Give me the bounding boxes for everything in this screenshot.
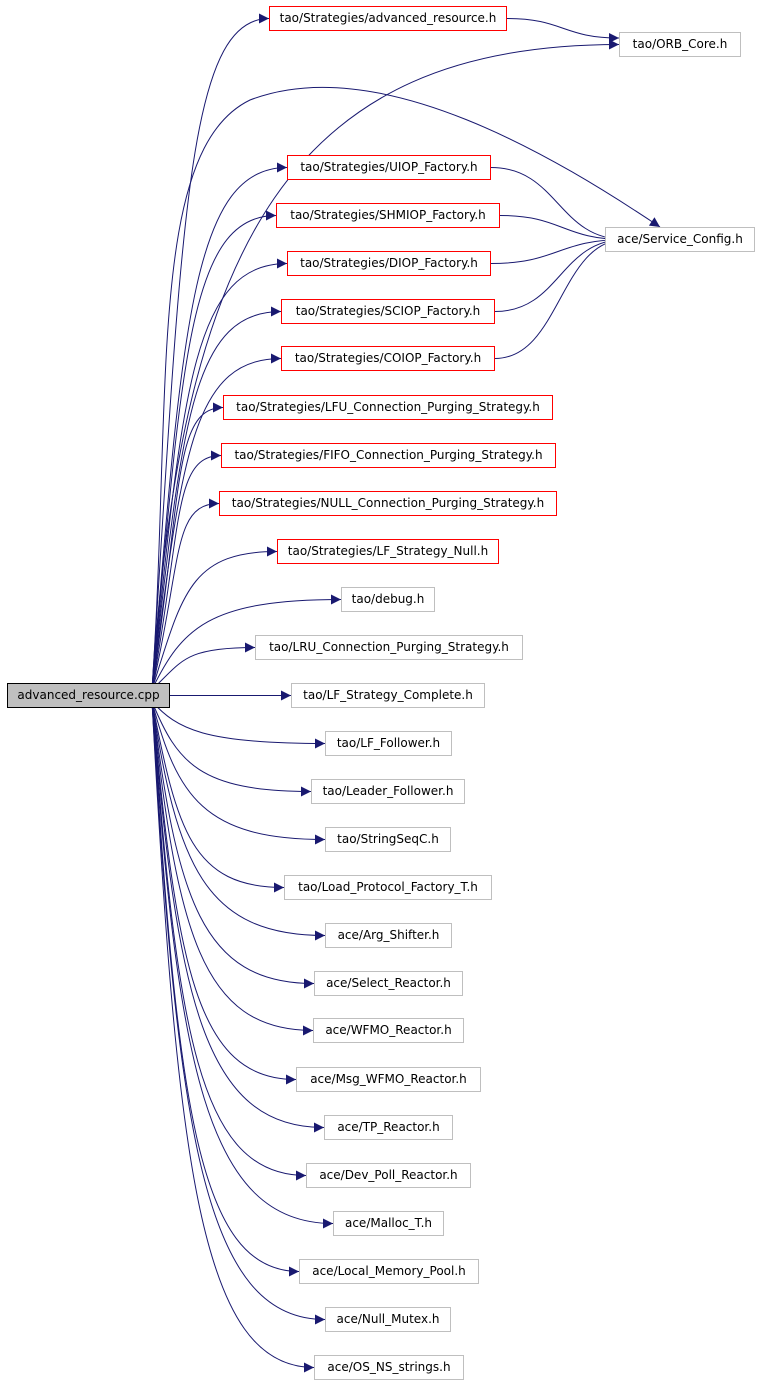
- edge-advanced-resource-cpp-to-ace-wfmo-reactor-h: [151, 701, 314, 1036]
- edge-advanced-resource-cpp-to-tao-strategies-shmiop-factory-h: [151, 210, 277, 690]
- node-wfmo-reactor-h: ace/WFMO_Reactor.h: [313, 1018, 464, 1043]
- node-orb-core-h: tao/ORB_Core.h: [619, 32, 741, 57]
- edge-advanced-resource-cpp-to-ace-arg-shifter-h: [151, 701, 326, 941]
- node-arg-shifter-h: ace/Arg_Shifter.h: [325, 923, 452, 948]
- edge-tao-strategies-diop-factory-h-to-ace-service-config-h: [490, 234, 626, 264]
- node-coiop-factory-h[interactable]: tao/Strategies/COIOP_Factory.h: [281, 346, 495, 371]
- edge-tao-strategies-coiop-factory-h-to-ace-service-config-h: [494, 234, 626, 359]
- node-fifo-connection-purging-strategy-h[interactable]: tao/Strategies/FIFO_Connection_Purging_S…: [221, 443, 556, 468]
- edge-advanced-resource-cpp-to-ace-service-config-h: [151, 86, 661, 690]
- edge-advanced-resource-cpp-to-ace-tp-reactor-h: [151, 701, 325, 1133]
- edge-tao-strategies-uiop-factory-h-to-ace-service-config-h: [490, 167, 626, 245]
- edge-advanced-resource-cpp-to-tao-stringseqc-h: [151, 701, 326, 845]
- edge-advanced-resource-cpp-to-tao-strategies-fifo-connection-purging-strategy-h: [151, 450, 222, 690]
- edge-advanced-resource-cpp-to-tao-strategies-advanced-resource-h: [151, 13, 270, 690]
- node-malloc-t-h: ace/Malloc_T.h: [333, 1211, 444, 1236]
- edge-advanced-resource-cpp-to-tao-strategies-uiop-factory-h: [151, 162, 288, 690]
- edge-advanced-resource-cpp-to-tao-lru-connection-purging-strategy-h: [151, 642, 256, 690]
- node-lf-follower-h: tao/LF_Follower.h: [325, 731, 452, 756]
- edge-advanced-resource-cpp-to-tao-load-protocol-factory-t-h: [151, 701, 285, 893]
- node-service-config-h: ace/Service_Config.h: [605, 227, 755, 252]
- node-stringseqc-h: tao/StringSeqC.h: [325, 827, 451, 852]
- node-os-ns-strings-h: ace/OS_NS_strings.h: [314, 1355, 464, 1380]
- node-advanced-resource-cpp: advanced_resource.cpp: [7, 683, 170, 708]
- node-shmiop-factory-h[interactable]: tao/Strategies/SHMIOP_Factory.h: [276, 203, 500, 228]
- edge-advanced-resource-cpp-to-ace-local-memory-pool-h: [151, 701, 300, 1277]
- edge-advanced-resource-cpp-to-ace-null-mutex-h: [151, 701, 326, 1325]
- edge-advanced-resource-cpp-to-ace-malloc-t-h: [151, 701, 334, 1229]
- node-lfu-connection-purging-strategy-h[interactable]: tao/Strategies/LFU_Connection_Purging_St…: [223, 395, 553, 420]
- node-lru-connection-purging-strategy-h: tao/LRU_Connection_Purging_Strategy.h: [255, 635, 523, 660]
- edge-advanced-resource-cpp-to-tao-strategies-lf-strategy-null-h: [151, 546, 278, 690]
- edge-tao-strategies-advanced-resource-h-to-tao-orb-core-h: [506, 18, 620, 43]
- node-uiop-factory-h[interactable]: tao/Strategies/UIOP_Factory.h: [287, 155, 491, 180]
- edge-advanced-resource-cpp-to-tao-debug-h: [151, 594, 342, 690]
- edge-advanced-resource-cpp-to-ace-os-ns-strings-h: [151, 701, 315, 1373]
- node-dev-poll-reactor-h: ace/Dev_Poll_Reactor.h: [306, 1163, 471, 1188]
- node-select-reactor-h: ace/Select_Reactor.h: [314, 971, 463, 996]
- edge-advanced-resource-cpp-to-tao-lf-follower-h: [151, 701, 326, 749]
- node-msg-wfmo-reactor-h: ace/Msg_WFMO_Reactor.h: [296, 1067, 481, 1092]
- edge-tao-strategies-sciop-factory-h-to-ace-service-config-h: [494, 234, 626, 312]
- node-load-protocol-factory-t-h: tao/Load_Protocol_Factory_T.h: [284, 875, 492, 900]
- node-strategies-advanced-resource-h[interactable]: tao/Strategies/advanced_resource.h: [269, 6, 507, 31]
- edge-advanced-resource-cpp-to-ace-dev-poll-reactor-h: [151, 701, 307, 1181]
- node-lf-strategy-complete-h: tao/LF_Strategy_Complete.h: [291, 683, 485, 708]
- edge-advanced-resource-cpp-to-tao-strategies-sciop-factory-h: [151, 306, 282, 690]
- node-sciop-factory-h[interactable]: tao/Strategies/SCIOP_Factory.h: [281, 299, 495, 324]
- edge-advanced-resource-cpp-to-ace-select-reactor-h: [151, 701, 315, 989]
- node-lf-strategy-null-h[interactable]: tao/Strategies/LF_Strategy_Null.h: [277, 539, 499, 564]
- edge-advanced-resource-cpp-to-ace-msg-wfmo-reactor-h: [151, 701, 297, 1085]
- edge-advanced-resource-cpp-to-tao-strategies-null-connection-purging-strategy-h: [151, 498, 220, 690]
- edge-advanced-resource-cpp-to-tao-strategies-lfu-connection-purging-strategy-h: [151, 402, 224, 690]
- node-tp-reactor-h: ace/TP_Reactor.h: [324, 1115, 453, 1140]
- node-debug-h: tao/debug.h: [341, 587, 435, 612]
- node-local-memory-pool-h: ace/Local_Memory_Pool.h: [299, 1259, 479, 1284]
- node-null-mutex-h: ace/Null_Mutex.h: [325, 1307, 451, 1332]
- node-diop-factory-h[interactable]: tao/Strategies/DIOP_Factory.h: [287, 251, 491, 276]
- edge-advanced-resource-cpp-to-tao-strategies-diop-factory-h: [151, 258, 288, 690]
- edge-advanced-resource-cpp-to-tao-leader-follower-h: [151, 701, 312, 797]
- node-leader-follower-h: tao/Leader_Follower.h: [311, 779, 465, 804]
- node-null-connection-purging-strategy-h[interactable]: tao/Strategies/NULL_Connection_Purging_S…: [219, 491, 557, 516]
- edge-advanced-resource-cpp-to-tao-strategies-coiop-factory-h: [151, 353, 282, 690]
